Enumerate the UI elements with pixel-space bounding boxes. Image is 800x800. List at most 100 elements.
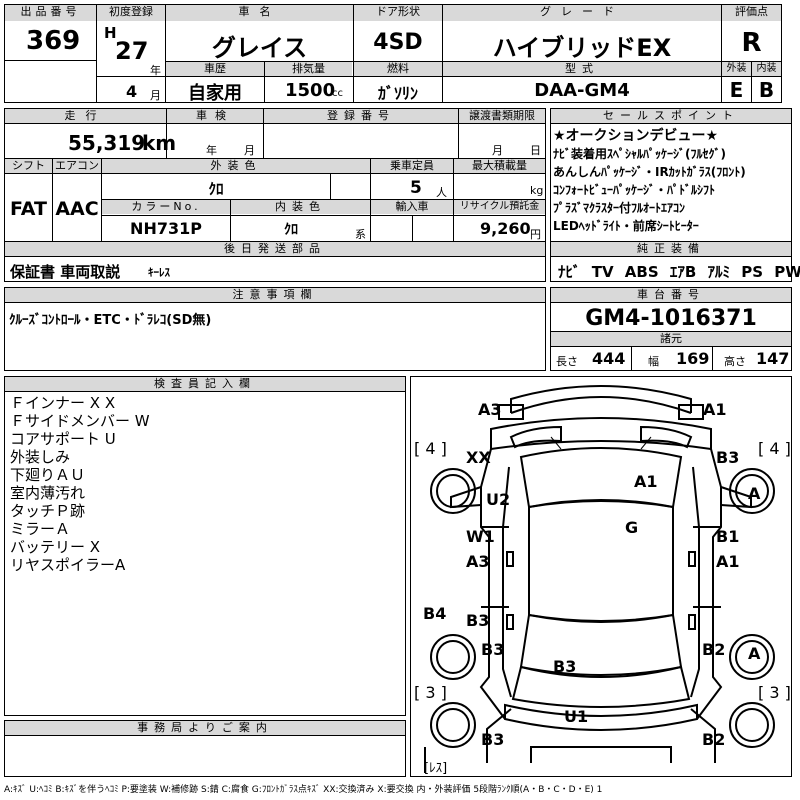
month-unit: 月: [150, 89, 161, 102]
damage-a-right-bot: A: [748, 644, 761, 663]
damage-b4: B4: [423, 604, 447, 623]
damage-b3-rt: B3: [716, 448, 740, 467]
damage-b3-rear: B3: [553, 657, 577, 676]
grade-value: ハイブリッドEX: [492, 34, 672, 62]
maxload-header: 最大積載量: [454, 159, 545, 173]
height-label: 高さ: [724, 355, 746, 368]
ac-value: AAC: [55, 198, 99, 220]
color-value: ｸﾛ: [208, 180, 224, 198]
inspection-header: 車検: [167, 109, 263, 123]
damage-b3-l1: B3: [466, 611, 490, 630]
equip-header: 純正装備: [551, 242, 791, 256]
damage-a1-right: A1: [716, 552, 740, 571]
recycle-header: リサイクル預託金: [454, 200, 545, 214]
height-value: 147: [756, 349, 790, 368]
regno-header: 登録番号: [264, 109, 458, 123]
colorno-value: NH731P: [130, 219, 202, 238]
damage-b3-bl: B3: [481, 730, 505, 749]
width-label: 幅: [648, 355, 659, 368]
parts-small: ｷｰﾚｽ: [148, 266, 170, 279]
month-value: 4: [126, 82, 138, 101]
right-bracket-top: [ 4 ]: [758, 439, 791, 458]
office-header: 事務局よりご案内: [5, 721, 405, 735]
name-header: 車名: [166, 5, 353, 21]
colorno-header: カラーNo.: [102, 200, 230, 214]
color-header: 外装色: [102, 159, 370, 173]
inspector-note-line: 外装しみ: [10, 448, 71, 466]
sales-point-line: ★オークションデビュー★: [553, 128, 719, 144]
parts-value: 保証書 車両取説: [10, 263, 121, 281]
damage-w1: W1: [466, 527, 495, 546]
inspector-note-line: 下廻りＡＵ: [10, 466, 86, 484]
sales-header: セールスポイント: [551, 109, 791, 123]
displacement-value: 1500: [285, 80, 336, 101]
transfer-day: 日: [530, 144, 541, 157]
damage-a-right-top: A: [748, 484, 761, 503]
chassis-header: 車台番号: [551, 288, 791, 302]
right-bracket-bot: [ 3 ]: [758, 683, 791, 702]
damage-b3-l2: B3: [481, 640, 505, 659]
damage-fr-top: A1: [703, 400, 727, 419]
recycle-unit: 円: [530, 228, 541, 241]
lot-header: 出品番号: [5, 5, 96, 21]
damage-b1: B1: [716, 527, 740, 546]
inspector-note-line: タッチＰ跡: [10, 502, 86, 520]
damage-a1-mid: A1: [634, 472, 658, 491]
import-header: 輸入車: [371, 200, 453, 214]
fuel-value: ｶﾞｿﾘﾝ: [377, 84, 418, 103]
damage-g: G: [625, 518, 639, 537]
capacity-value: 5: [410, 178, 422, 198]
car-name: グレイス: [211, 34, 308, 62]
damage-u1: U1: [564, 707, 589, 726]
door-header: ドア形状: [354, 5, 442, 21]
score-header: 評価点: [722, 5, 781, 21]
damage-fl-top: A3: [478, 400, 502, 419]
length-value: 444: [592, 349, 626, 368]
mileage-header: 走行: [5, 109, 166, 123]
model-value: DAA-GM4: [534, 80, 630, 101]
spare-tire-label: [ﾚｽ]: [424, 761, 448, 776]
ac-header: エアコン: [53, 159, 101, 173]
door-value: 4SD: [373, 30, 423, 55]
car-diagram-box: [410, 376, 792, 777]
equip-value: ﾅﾋﾞ TV ABS ｴｱB ｱﾙﾐ PS PW: [558, 263, 800, 281]
sales-point-line: LEDﾍｯﾄﾞﾗｲﾄ・前席ｼｰﾄﾋｰﾀｰ: [553, 219, 699, 233]
shift-header: シフト: [5, 159, 52, 173]
sales-point-line: ﾅﾋﾞ装着用ｽﾍﾟｼｬﾙﾊﾟｯｹｰｼﾞ(ﾌﾙｾｸﾞ): [553, 147, 726, 161]
intcolor-value: ｸﾛ: [284, 222, 298, 238]
era-letter: H: [104, 24, 117, 42]
mileage-value: 55,319: [68, 131, 146, 155]
int-header: 内装: [752, 62, 781, 76]
left-bracket-bot: [ 3 ]: [414, 683, 447, 702]
capacity-header: 乗車定員: [371, 159, 453, 173]
mileage-unit: km: [142, 131, 177, 155]
transfer-month: 月: [492, 144, 503, 157]
shift-value: FAT: [10, 198, 47, 220]
sales-point-line: ﾌﾟﾗｽﾞﾏｸﾗｽﾀｰ付ﾌﾙｵｰﾄｴｱｺﾝ: [553, 201, 686, 215]
year-unit: 年: [150, 64, 161, 77]
sales-point-line: あんしんﾊﾟｯｹｰｼﾞ・IRｶｯﾄｶﾞﾗｽ(ﾌﾛﾝﾄ): [553, 165, 746, 179]
displacement-header: 排気量: [265, 62, 352, 76]
model-header: 型式: [443, 62, 721, 76]
maxload-unit: kg: [530, 184, 544, 197]
inspector-note-line: リヤスポイラーA: [10, 556, 126, 574]
inspector-note-line: Ｆサイドメンバー W: [10, 412, 150, 430]
intcolor-unit: 系: [355, 228, 366, 241]
office-box: [4, 720, 406, 777]
inspector-note-line: ミラーＡ: [10, 520, 71, 538]
sales-point-line: ｺﾝﾌｫｰﾄﾋﾞｭｰﾊﾟｯｹｰｼﾞ・ﾊﾟﾄﾞﾙｼﾌﾄ: [553, 183, 716, 197]
left-bracket-top: [ 4 ]: [414, 439, 447, 458]
chassis-number: GM4-1016371: [585, 306, 757, 331]
damage-b2-r: B2: [702, 640, 726, 659]
notes-box: [4, 287, 546, 371]
sales-points-list: ★オークションデビュー★ ﾅﾋﾞ装着用ｽﾍﾟｼｬﾙﾊﾟｯｹｰｼﾞ(ﾌﾙｾｸﾞ) あん…: [553, 127, 791, 235]
dims-header: 諸元: [551, 332, 791, 346]
fuel-header: 燃料: [354, 62, 442, 76]
width-value: 169: [676, 349, 710, 368]
inspector-note-line: コアサポート U: [10, 430, 116, 448]
chassis-box: [550, 287, 792, 371]
car-body-diagram: [424, 385, 775, 773]
inspector-box: [4, 376, 406, 716]
inspector-note-line: Ｆインナー X X: [10, 394, 116, 412]
